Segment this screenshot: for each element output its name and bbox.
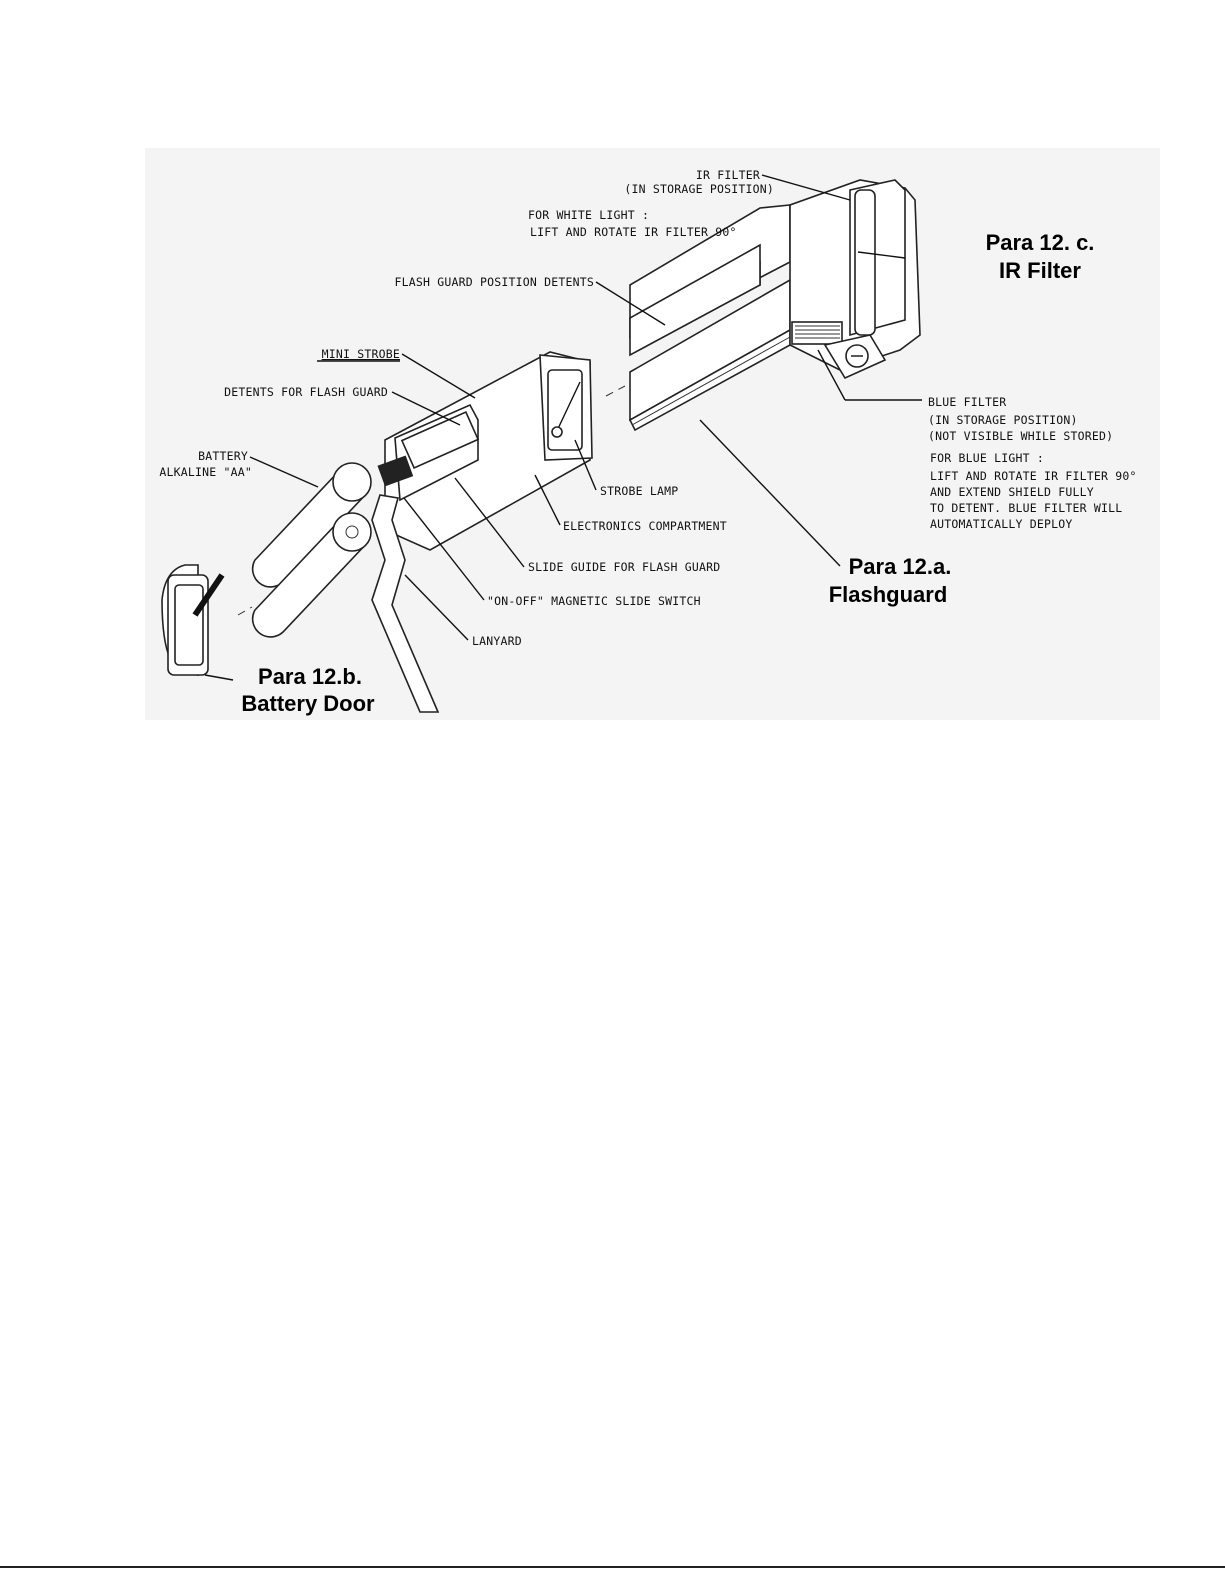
- detents-flash-guard-label: DETENTS FOR FLASH GUARD: [224, 385, 388, 399]
- flash-guard-detents-label: FLASH GUARD POSITION DETENTS: [395, 275, 594, 289]
- battery-label-2: ALKALINE "AA": [159, 465, 252, 479]
- white-light-label-1: FOR WHITE LIGHT :: [528, 208, 649, 222]
- page-bottom-rule: [0, 1566, 1225, 1568]
- flashguard-part: [628, 204, 791, 432]
- battery-label-1: BATTERY: [198, 449, 248, 463]
- ir-filter-label-2: (IN STORAGE POSITION): [624, 182, 774, 196]
- strobe-lamp-label: STROBE LAMP: [600, 484, 678, 498]
- para-ir-filter-subtitle: IR Filter: [999, 258, 1081, 283]
- para-battery-door-title: Para 12.b.: [258, 664, 362, 689]
- blue-light-label-3: AND EXTEND SHIELD FULLY: [930, 485, 1094, 499]
- mini-strobe-body: [377, 351, 593, 551]
- ir-filter-label-1: IR FILTER: [696, 168, 760, 182]
- blue-light-label-1: FOR BLUE LIGHT :: [930, 451, 1044, 465]
- battery-cells: [251, 462, 372, 638]
- blue-filter-label-3: (NOT VISIBLE WHILE STORED): [928, 429, 1113, 443]
- para-flashguard-title: Para 12.a.: [849, 554, 952, 579]
- blue-filter-label-2: (IN STORAGE POSITION): [928, 413, 1078, 427]
- battery-door-part: [161, 564, 225, 676]
- lanyard-label: LANYARD: [472, 634, 522, 648]
- blue-light-label-5: AUTOMATICALLY DEPLOY: [930, 517, 1072, 531]
- slide-guide-label: SLIDE GUIDE FOR FLASH GUARD: [528, 560, 720, 574]
- exploded-diagram-panel: [145, 148, 1160, 720]
- blue-light-label-2: LIFT AND ROTATE IR FILTER 90°: [930, 469, 1137, 483]
- electronics-compartment-label: ELECTRONICS COMPARTMENT: [563, 519, 727, 533]
- para-flashguard-subtitle: Flashguard: [829, 582, 948, 607]
- ir-filter-housing: [789, 179, 921, 380]
- white-light-label-2: LIFT AND ROTATE IR FILTER 90°: [530, 225, 737, 239]
- switch-label: "ON-OFF" MAGNETIC SLIDE SWITCH: [487, 594, 701, 608]
- mini-strobe-label: MINI STROBE: [322, 347, 400, 361]
- para-battery-door-subtitle: Battery Door: [241, 691, 375, 716]
- blue-light-label-4: TO DETENT. BLUE FILTER WILL: [930, 501, 1122, 515]
- para-ir-filter-title: Para 12. c.: [986, 230, 1095, 255]
- leader-lines: [204, 174, 922, 681]
- blue-filter-label-1: BLUE FILTER: [928, 395, 1006, 409]
- lanyard-strap: [371, 494, 440, 713]
